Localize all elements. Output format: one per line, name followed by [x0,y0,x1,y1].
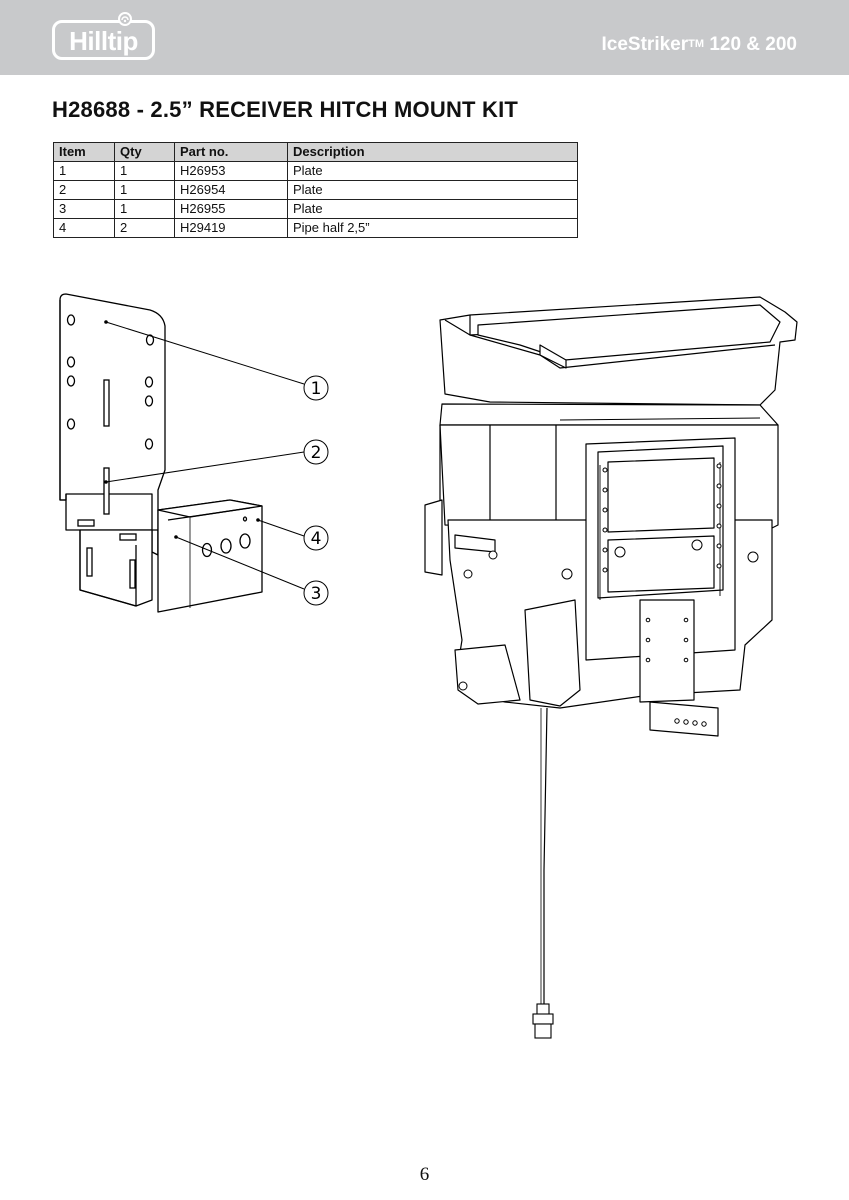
hitch-mount-exploded-diagram: 1 2 4 3 [59,293,329,613]
parts-table: Item Qty Part no. Description 1 1 H26953… [53,142,578,238]
callout-4: 4 [303,525,329,551]
cell-item: 4 [53,218,115,238]
cell-qty: 1 [114,199,175,219]
callout-2: 2 [303,439,329,465]
product-title: IceStrikerTM 120 & 200 [602,34,797,56]
column-header-description: Description [287,142,578,162]
svg-text:4: 4 [311,529,322,549]
cell-item: 2 [53,180,115,200]
svg-text:1: 1 [311,379,322,399]
cell-description: Plate [287,180,578,200]
logo-signal-icon [118,12,132,26]
page-title: H28688 - 2.5” RECEIVER HITCH MOUNT KIT [52,97,519,122]
table-row: 4 2 H29419 Pipe half 2,5” [53,218,578,238]
cell-description: Plate [287,199,578,219]
table-header-row: Item Qty Part no. Description [53,142,578,162]
svg-text:2: 2 [311,443,322,463]
product-name: IceStriker [601,34,689,55]
table-row: 3 1 H26955 Plate [53,199,578,219]
column-header-part-no: Part no. [174,142,288,162]
spreader-assembly-drawing [424,296,798,1039]
hilltip-logo: Hilltip [52,12,155,60]
cell-description: Plate [287,161,578,181]
cell-part-no: H26955 [174,199,288,219]
page-number: 6 [419,1164,430,1185]
plate-h26953 [59,293,166,556]
trademark-mark: TM [688,38,705,50]
svg-text:3: 3 [311,584,322,604]
column-header-item: Item [53,142,115,162]
cable-connector-icon [532,1003,554,1039]
cell-qty: 1 [114,180,175,200]
cell-item: 3 [53,199,115,219]
table-row: 1 1 H26953 Plate [53,161,578,181]
cell-part-no: H26953 [174,161,288,181]
page-header: Hilltip IceStrikerTM 120 & 200 [0,0,849,75]
table-row: 2 1 H26954 Plate [53,180,578,200]
cell-part-no: H29419 [174,218,288,238]
cell-item: 1 [53,161,115,181]
product-models: 120 & 200 [709,34,797,55]
logo-text: Hilltip [69,26,138,56]
callout-3: 3 [303,580,329,606]
cell-qty: 2 [114,218,175,238]
cell-part-no: H26954 [174,180,288,200]
cell-description: Pipe half 2,5” [287,218,578,238]
cell-qty: 1 [114,161,175,181]
power-cable [543,707,548,1005]
column-header-qty: Qty [114,142,175,162]
callout-1: 1 [303,375,329,401]
